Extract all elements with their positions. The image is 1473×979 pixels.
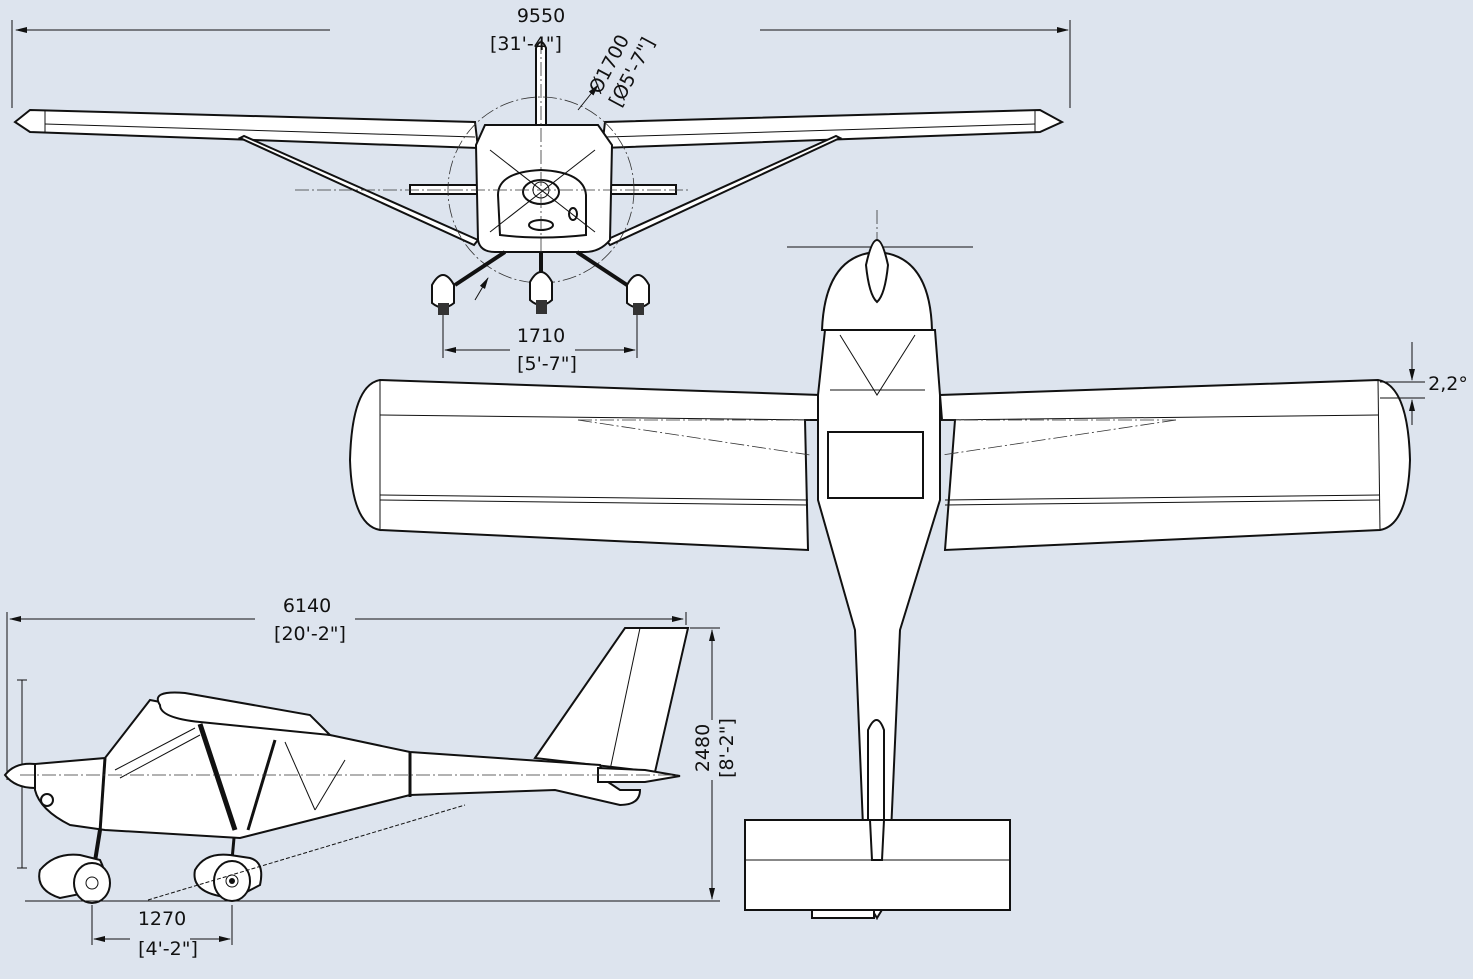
length-mm: 6140 xyxy=(283,595,331,617)
top-wing-left xyxy=(348,378,822,552)
front-wing-right xyxy=(600,108,1065,150)
top-spinner xyxy=(864,239,890,304)
length-imperial: [20'-2"] xyxy=(274,623,346,645)
front-view: 9550 [31'-4"] Ø1700 [Ø5'-7"] 1710 [5'-7"… xyxy=(11,5,1071,375)
front-vertical-tail xyxy=(535,41,547,126)
front-wheel-nose xyxy=(529,271,553,306)
front-wing-left xyxy=(13,108,480,150)
wheelbase-imperial: [4'-2"] xyxy=(138,938,198,960)
wingspan-mm: 9550 xyxy=(517,5,565,27)
side-spinner xyxy=(3,762,36,790)
dihedral-angle: 2,2° xyxy=(1428,373,1468,395)
height-imperial: [8'-2"] xyxy=(716,718,738,778)
side-nose-wheel xyxy=(73,862,111,904)
side-wing xyxy=(156,691,333,737)
top-wing-right xyxy=(938,378,1412,552)
side-fuselage xyxy=(34,698,642,840)
side-strut xyxy=(197,723,238,831)
front-wheel-right xyxy=(626,274,650,309)
side-vertical-tail xyxy=(533,627,690,774)
track-imperial: [5'-7"] xyxy=(517,353,577,375)
wingspan-imperial: [31'-4"] xyxy=(490,33,562,55)
track-mm: 1710 xyxy=(517,325,565,347)
height-mm: 2480 xyxy=(692,724,714,772)
top-view: 2,2° xyxy=(348,210,1468,920)
wheelbase-mm: 1270 xyxy=(138,908,186,930)
side-view: 6140 [20'-2"] 2480 [8'-2"] 1270 [4'-2"] xyxy=(3,595,738,960)
front-wheel-left xyxy=(431,274,455,309)
top-cabin xyxy=(827,431,924,499)
